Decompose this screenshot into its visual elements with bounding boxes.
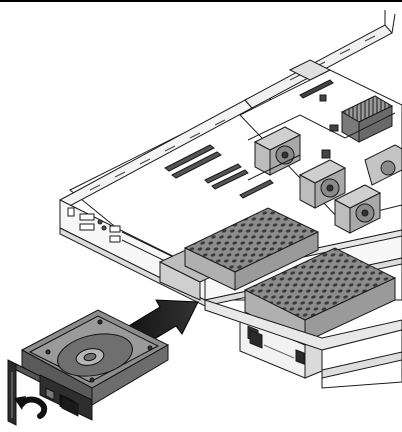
drive-cage-1 [183,207,320,291]
fan-4 [364,144,402,186]
motherboard [164,59,402,221]
hard-drive-icon [20,309,170,421]
front-bezel [204,299,402,389]
fan-2 [298,159,347,209]
drive-latch-lever [7,359,41,426]
rotate-arrow-icon [14,396,48,419]
fan-3 [333,184,382,234]
fan-1 [253,126,302,176]
cooling-fans [253,126,402,234]
fan-bracket [247,112,396,181]
